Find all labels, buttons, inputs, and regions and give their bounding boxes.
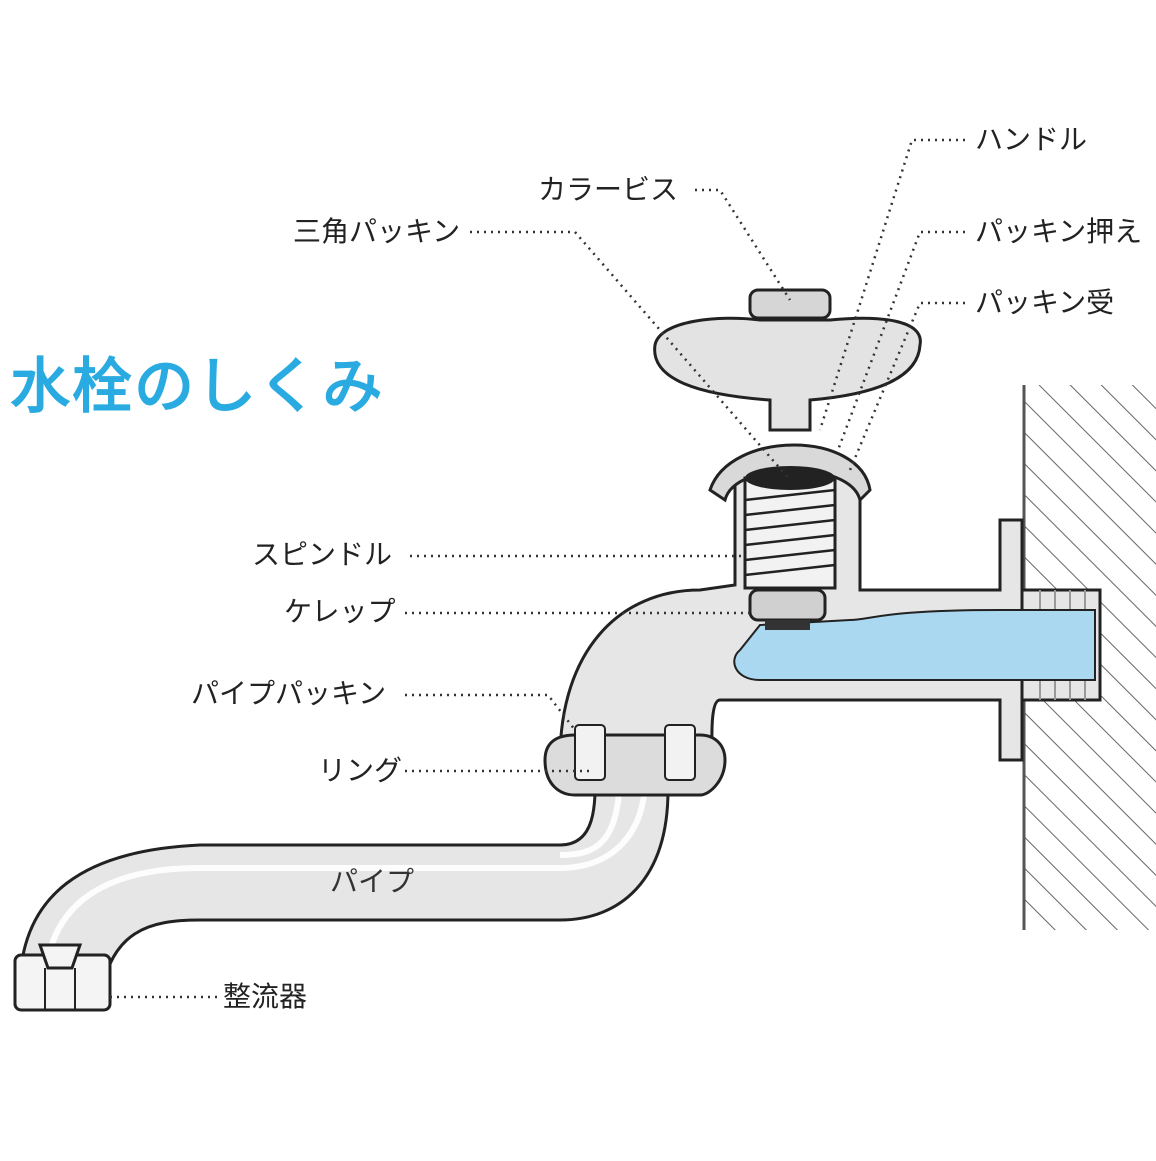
leader-collar-screw	[695, 188, 792, 301]
pipe-joint	[543, 724, 727, 797]
water	[733, 609, 1096, 681]
label-spindle: スピンドル	[252, 538, 393, 571]
leader-triangle-packing	[470, 230, 791, 481]
label-packing-seat: パッキン受	[975, 286, 1115, 319]
handle	[653, 288, 922, 432]
label-kerep: ケレップ	[284, 595, 396, 628]
collar-screw	[748, 288, 832, 320]
aerator	[13, 943, 112, 1012]
label-ring: リング	[318, 754, 403, 787]
leader-lines	[110, 138, 965, 999]
leader-gland-nut	[836, 230, 965, 451]
label-handle: ハンドル	[975, 123, 1088, 156]
label-pipe: パイプ	[330, 865, 415, 898]
kerep	[748, 588, 827, 630]
leader-packing-seat	[848, 301, 965, 471]
label-aerator: 整流器	[223, 980, 308, 1013]
page-title: 水栓のしくみ	[10, 352, 385, 422]
leader-pipe-packing	[405, 693, 576, 731]
spindle	[743, 466, 837, 590]
label-collar-screw: カラービス	[538, 173, 679, 206]
label-gland-nut: パッキン押え	[975, 215, 1143, 248]
label-pipe-packing: パイプパッキン	[191, 677, 387, 710]
label-triangle-packing: 三角パッキン	[293, 215, 461, 248]
